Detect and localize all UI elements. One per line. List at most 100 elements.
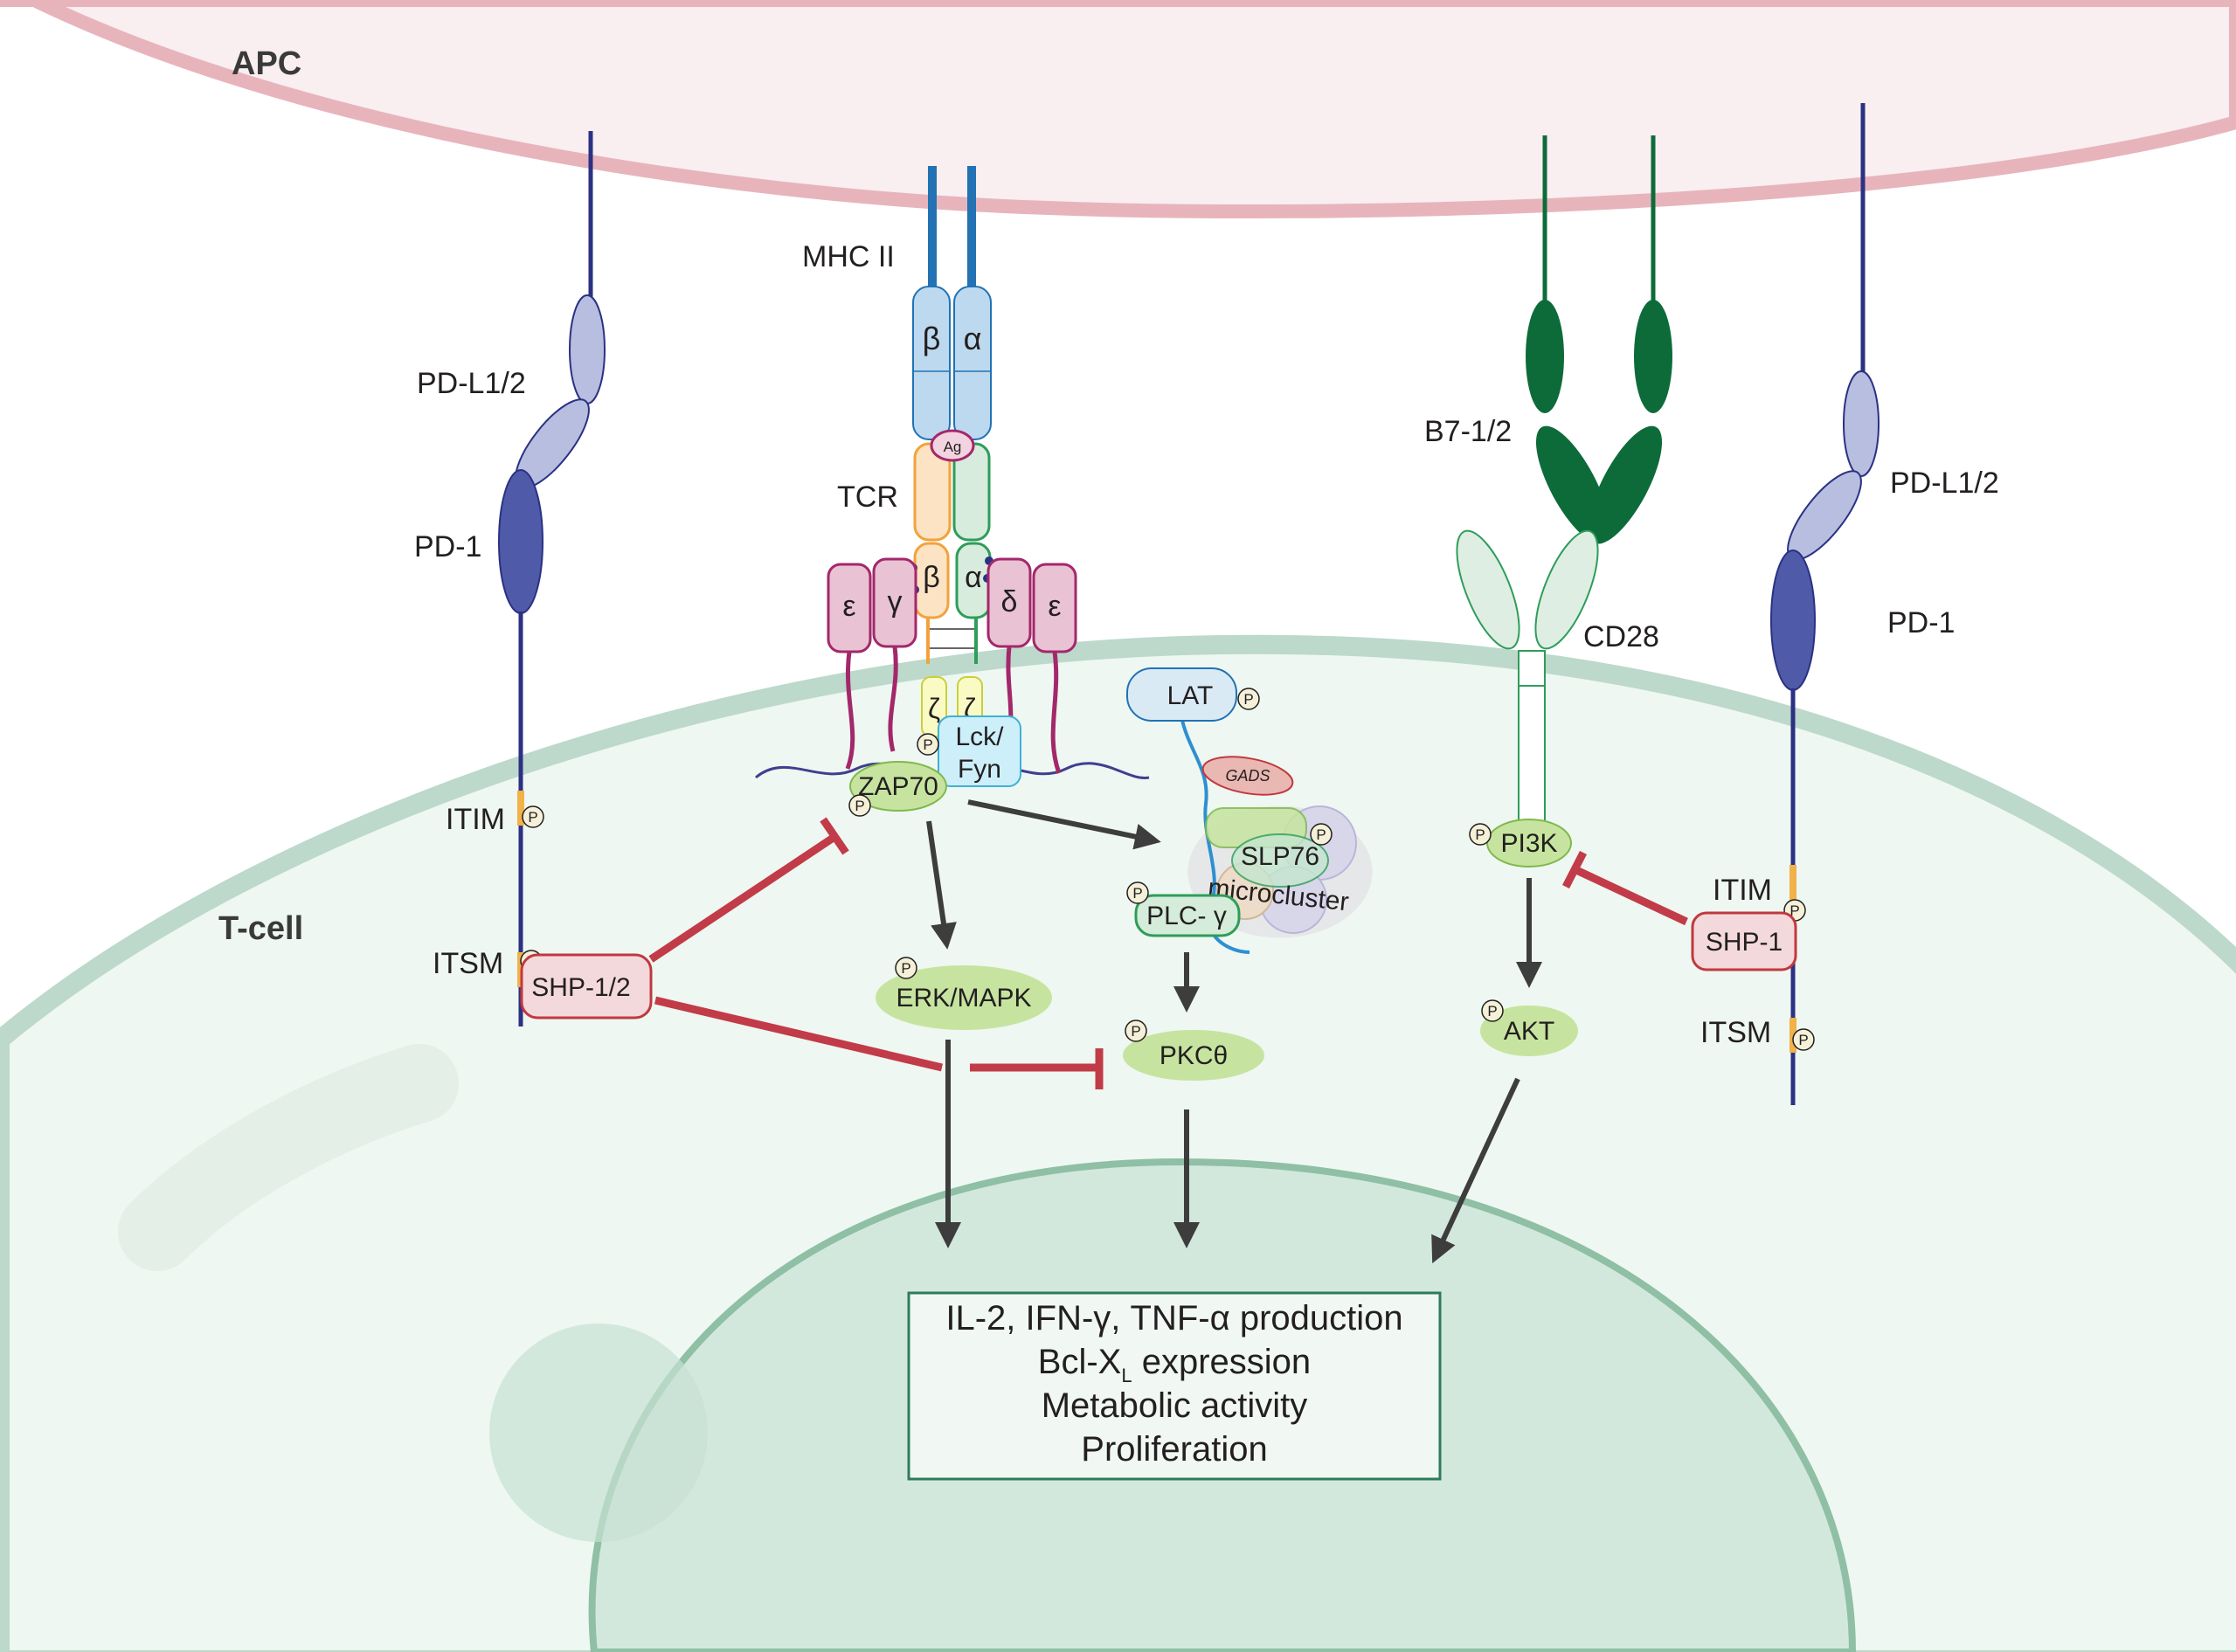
pi3k-label: PI3K — [1500, 829, 1557, 858]
itsm-left-label: ITSM — [433, 947, 503, 980]
shp1-label: SHP-1 — [1706, 928, 1783, 957]
itim-left-phospho: P — [522, 805, 544, 828]
svg-text:P: P — [1475, 826, 1485, 843]
zap70-label: ZAP70 — [858, 772, 938, 801]
tcr-label: TCR — [837, 480, 898, 514]
pd1-left-complex: PD-L1/2 PD-1 ITIM P ITSM P SHP-1/2 — [414, 131, 653, 1026]
mhc-beta-label: β — [923, 321, 941, 356]
cd3-epsilon-left-label: ε — [842, 590, 855, 623]
shp1-node: SHP-1 — [1691, 911, 1797, 971]
inhibit-pi3k-bar — [1561, 850, 1588, 889]
lck-fyn-node: Lck/ Fyn — [938, 715, 1021, 787]
plcg-label: PLC- γ — [1146, 902, 1227, 930]
svg-text:P: P — [1316, 826, 1326, 843]
pd1-left-label: PD-1 — [414, 530, 481, 563]
svg-text:Ag: Ag — [944, 439, 962, 455]
b7-right-domain1 — [1634, 300, 1672, 413]
apc-cell: APC — [0, 0, 2236, 219]
antigen: Ag — [930, 429, 975, 462]
gads-label: GADS — [1225, 767, 1270, 785]
zap70-node: ZAP70 — [849, 761, 947, 812]
cd28-stalk — [1518, 650, 1546, 831]
outcome-line4: Proliferation — [1081, 1430, 1267, 1469]
akt-label: AKT — [1504, 1017, 1554, 1046]
svg-text:P: P — [1487, 1003, 1497, 1020]
inhibit-zap70-bar — [820, 817, 849, 855]
lat-tail — [1180, 715, 1250, 954]
inhibit-shp1-pi3k — [1573, 865, 1688, 926]
activation-arrows — [926, 799, 1542, 1264]
t-cell-highlight — [118, 1044, 459, 1271]
outcome-line3: Metabolic activity — [1042, 1386, 1308, 1425]
inhibit-shp12-pkc-a — [654, 996, 944, 1072]
slp76-phospho: P — [1310, 823, 1333, 846]
apc-membrane — [0, 0, 2236, 219]
erk-label: ERK/MAPK — [896, 984, 1031, 1013]
cd3-gamma-tail — [888, 646, 898, 752]
lat-label: LAT — [1167, 681, 1214, 710]
cd3-delta-label: δ — [1001, 585, 1018, 619]
lat-complex: LAT P GADS SLP76 microcluster P PLC- γ P — [1126, 667, 1373, 954]
cd3-epsilon-right-label: ε — [1048, 590, 1061, 623]
gads-node — [1201, 756, 1294, 796]
pd1-right-domain — [1770, 550, 1816, 691]
itsm-right-motif — [1789, 1018, 1796, 1053]
plcg-node — [1134, 894, 1241, 937]
pdl-right-domain1 — [1843, 370, 1879, 477]
pkc-label: PKCθ — [1160, 1041, 1228, 1070]
mhc-alpha-label: α — [964, 321, 982, 356]
outcome-box: IL-2, IFN-γ, TNF-α production Bcl-XL exp… — [907, 1291, 1442, 1481]
plcg-phospho: P — [1126, 881, 1149, 904]
svg-text:P: P — [1243, 691, 1253, 708]
itim-left-motif — [517, 791, 524, 826]
cd28-left-domain — [1456, 529, 1520, 650]
inhibition-lines — [648, 817, 1688, 1089]
svg-text:P: P — [1132, 885, 1142, 902]
akt-node: AKT — [1480, 1006, 1578, 1056]
mhc-beta-domain — [912, 286, 951, 440]
itim-left-label: ITIM — [446, 803, 505, 836]
cd28-complex: B7-1/2 CD28 — [1424, 135, 1672, 831]
b7-left-domain1 — [1526, 300, 1564, 413]
lck-phospho: P — [917, 733, 939, 756]
nucleolus — [489, 1324, 708, 1542]
arrow-akt-nucleus — [1431, 1077, 1520, 1264]
svg-text:P: P — [1798, 1032, 1808, 1048]
lck-label-line2: Fyn — [958, 755, 1001, 784]
mhc-complex: β α MHC II — [802, 166, 992, 440]
mhc-label: MHC II — [802, 240, 895, 273]
cd28-label: CD28 — [1583, 620, 1659, 653]
pd1-right-label: PD-1 — [1887, 606, 1955, 639]
cd3-epsilon-right-tail — [1050, 651, 1062, 774]
itsm-right-label: ITSM — [1700, 1016, 1771, 1049]
itim-right-motif — [1789, 865, 1796, 904]
svg-text:P: P — [901, 960, 910, 977]
itim-right-label: ITIM — [1713, 874, 1772, 907]
lat-node — [1126, 667, 1237, 722]
arrow-zap70-erk — [926, 820, 957, 950]
svg-text:P: P — [923, 736, 932, 753]
svg-text:P: P — [1131, 1023, 1140, 1040]
itsm-right-phospho: P — [1792, 1028, 1815, 1051]
pkc-phospho: P — [1125, 1020, 1147, 1042]
cd28-right-domain — [1534, 529, 1599, 650]
tcr-beta-label: β — [923, 561, 940, 594]
inhibit-shp12-zap70 — [648, 833, 837, 963]
svg-text:P: P — [528, 809, 537, 826]
shp12-label: SHP-1/2 — [531, 973, 630, 1002]
b7-right-domain2 — [1588, 425, 1663, 544]
pi3k-node: PI3K — [1486, 819, 1572, 867]
pdl-right-label: PD-L1/2 — [1890, 467, 1999, 500]
akt-phospho: P — [1481, 999, 1504, 1022]
cd3-gamma-label: γ — [888, 585, 903, 619]
erk-node: ERK/MAPK — [876, 965, 1052, 1030]
pkc-node: PKCθ — [1123, 1030, 1264, 1081]
pd1-left-domain — [498, 469, 543, 614]
t-cell-label: T-cell — [218, 910, 303, 947]
outcome-line1: IL-2, IFN-γ, TNF-α production — [945, 1299, 1402, 1337]
outcome-line2: Bcl-XL expression — [1038, 1343, 1311, 1386]
erk-phospho: P — [895, 957, 917, 979]
apc-label: APC — [232, 45, 301, 82]
lat-phospho: P — [1237, 688, 1260, 710]
